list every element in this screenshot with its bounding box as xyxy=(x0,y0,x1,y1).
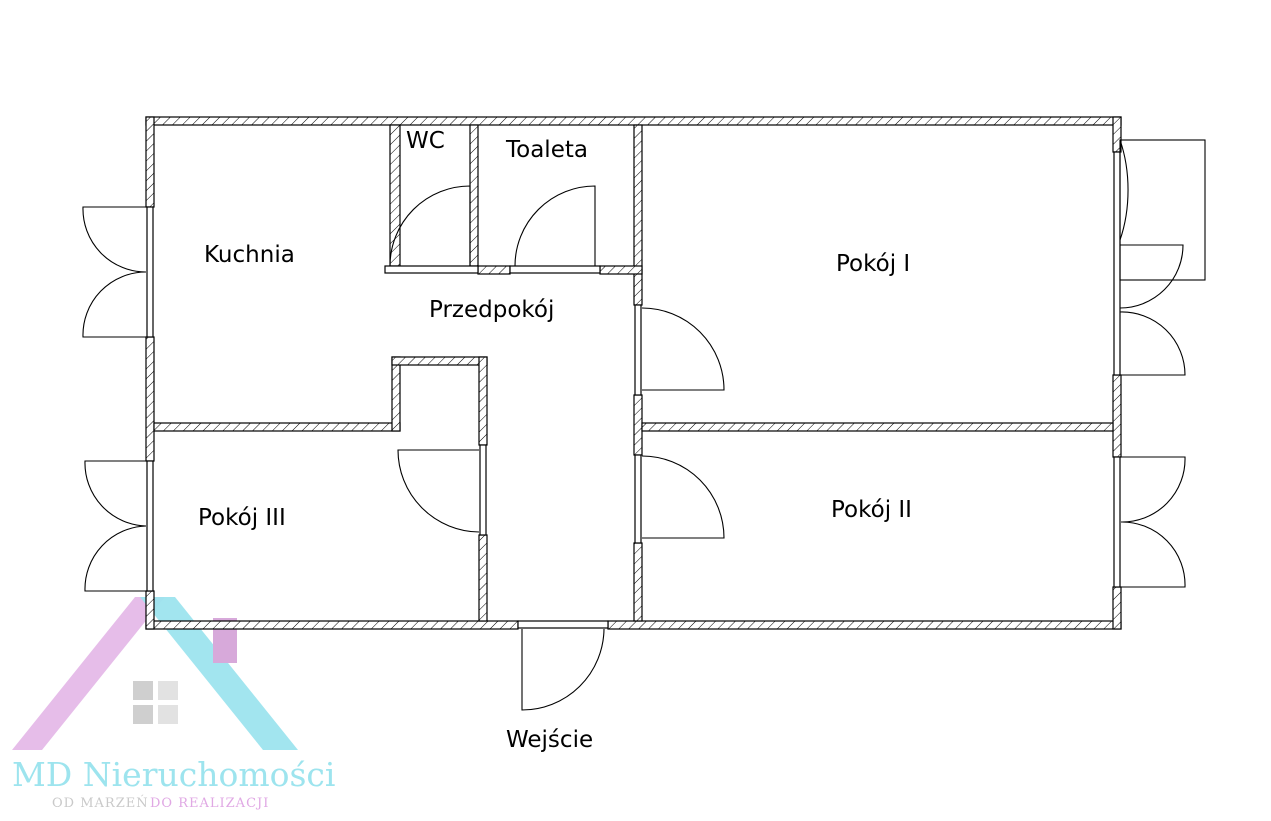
logo-tagline-1: OD MARZEŃ xyxy=(52,794,149,811)
logo-window-pane xyxy=(133,681,153,700)
room-label-pokoj-2: Pokój II xyxy=(831,497,912,523)
logo-roof-pink xyxy=(12,597,165,750)
doors-and-windows xyxy=(82,139,1206,711)
logo-window-pane xyxy=(158,681,178,700)
room-label-kuchnia: Kuchnia xyxy=(204,242,295,268)
room-label-toaleta: Toaleta xyxy=(505,137,588,163)
room-label-wejscie: Wejście xyxy=(506,727,593,753)
room-labels: Kuchnia WC Toaleta Przedpokój Pokój I Po… xyxy=(198,128,912,753)
room-label-wc: WC xyxy=(406,128,445,154)
logo-window-pane xyxy=(158,705,178,724)
logo-tagline-2: DO REALIZACJI xyxy=(150,796,269,811)
logo-roof-cyan xyxy=(140,597,298,750)
logo-window-pane xyxy=(133,705,153,724)
room-label-pokoj-1: Pokój I xyxy=(836,251,910,277)
logo-name: MD Nieruchomości xyxy=(12,755,335,794)
room-label-przedpokoj: Przedpokój xyxy=(429,297,554,323)
walls xyxy=(145,116,1122,630)
logo: MD Nieruchomości OD MARZEŃ DO REALIZACJI xyxy=(12,597,335,811)
room-label-pokoj-3: Pokój III xyxy=(198,505,286,531)
